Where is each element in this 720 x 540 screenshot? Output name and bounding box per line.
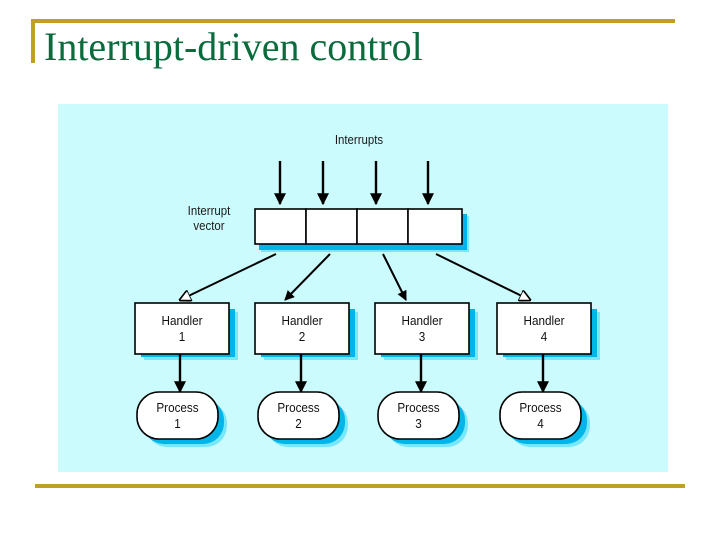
process-node-1[interactable] <box>136 391 227 447</box>
interrupt-arrows <box>274 161 434 206</box>
interrupt-diagram-svg <box>134 161 600 447</box>
handler-nodes[interactable] <box>134 302 600 360</box>
handler-node-4[interactable] <box>496 302 600 360</box>
process-node-2[interactable] <box>257 391 348 447</box>
slide-left-rule <box>31 19 35 63</box>
interrupts-label: Interrupts <box>334 132 384 147</box>
process-nodes[interactable] <box>136 391 590 447</box>
slide-top-rule <box>31 19 675 23</box>
handler-node-1[interactable] <box>134 302 238 360</box>
vector-slot-1[interactable] <box>254 208 307 245</box>
vector-slot-4[interactable] <box>407 208 463 245</box>
diagram-panel: Interrupts Interrupt vector Handler 1 Ha… <box>58 104 668 472</box>
interrupt-vector-label-line1: Interrupt <box>187 203 231 218</box>
handler-node-3[interactable] <box>374 302 478 360</box>
vector-to-handler-arrows <box>180 253 530 300</box>
vector-slot-3[interactable] <box>356 208 409 245</box>
handler-node-2[interactable] <box>254 302 358 360</box>
interrupt-vector-slots[interactable] <box>254 208 463 245</box>
vector-slot-2[interactable] <box>305 208 358 245</box>
page-title: Interrupt-driven control <box>44 24 423 69</box>
interrupt-vector-label: Interrupt vector <box>175 203 244 233</box>
process-node-3[interactable] <box>377 391 468 447</box>
interrupt-vector-label-line2: vector <box>193 218 225 233</box>
slide-bottom-rule <box>35 484 685 488</box>
handler-to-process-arrows <box>174 354 549 394</box>
process-node-4[interactable] <box>499 391 590 447</box>
